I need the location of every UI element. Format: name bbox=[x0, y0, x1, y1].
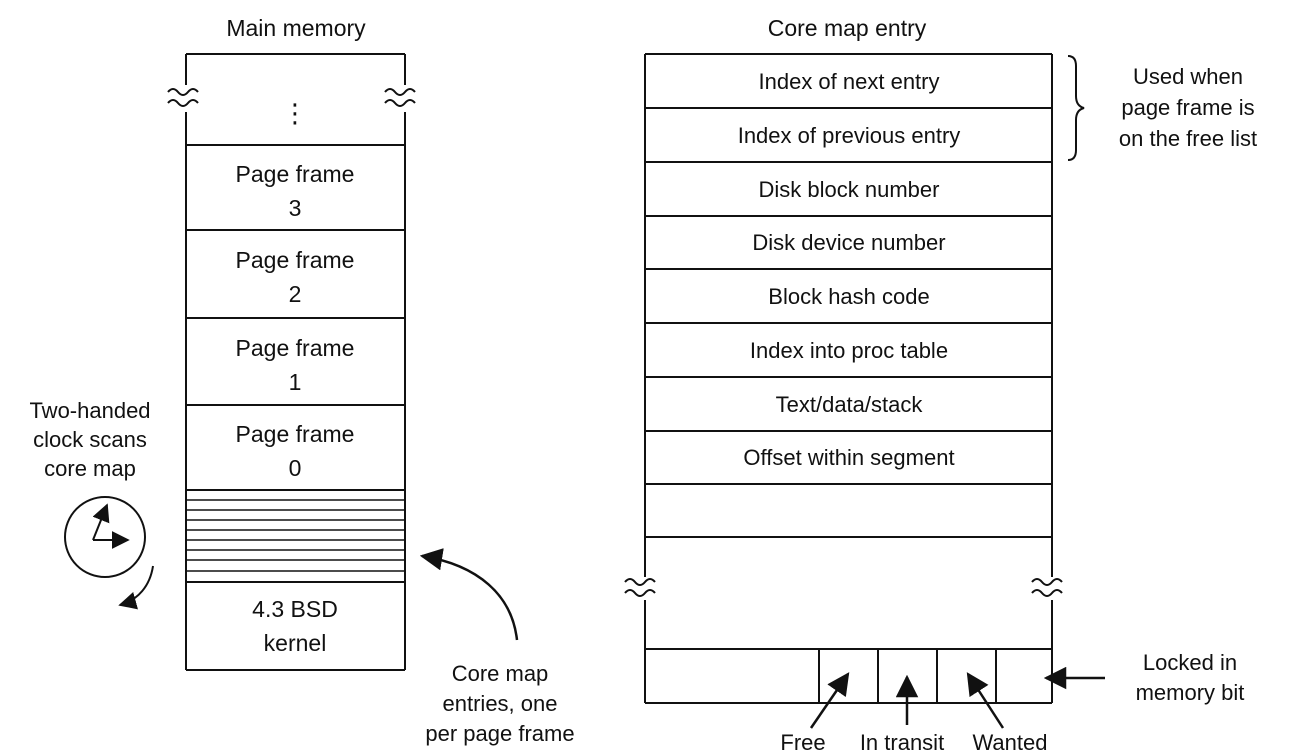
core-map-note-line3: per page frame bbox=[425, 721, 574, 746]
field-text-data-stack: Text/data/stack bbox=[776, 392, 924, 417]
free-list-note-line3: on the free list bbox=[1119, 126, 1257, 151]
clock-label-line1: Two-handed bbox=[29, 398, 150, 423]
two-handed-clock-icon bbox=[64, 496, 154, 610]
field-index-into-proc-table: Index into proc table bbox=[750, 338, 948, 363]
core-map-entry-break-marks bbox=[624, 578, 1063, 597]
field-index-of-next-entry: Index of next entry bbox=[759, 69, 940, 94]
main-memory-title: Main memory bbox=[226, 15, 366, 41]
free-list-note-line1: Used when bbox=[1133, 64, 1243, 89]
core-map-entry-box bbox=[644, 53, 1053, 704]
clock-label-line3: core map bbox=[44, 456, 136, 481]
field-offset-within-segment: Offset within segment bbox=[743, 445, 954, 470]
field-disk-device-number: Disk device number bbox=[752, 230, 945, 255]
core-map-note-line1: Core map bbox=[452, 661, 549, 686]
field-disk-block-number: Disk block number bbox=[759, 177, 940, 202]
page-frame-3-number: 3 bbox=[289, 195, 302, 221]
main-memory-ellipsis: ⋮ bbox=[282, 98, 308, 128]
clock-label-line2: clock scans bbox=[33, 427, 147, 452]
field-block-hash-code: Block hash code bbox=[768, 284, 929, 309]
field-index-of-previous-entry: Index of previous entry bbox=[738, 123, 961, 148]
core-map-stripes bbox=[186, 499, 405, 572]
core-map-note-arrow bbox=[419, 548, 519, 641]
page-frame-1-number: 1 bbox=[289, 369, 302, 395]
bit-label-in-transit: In transit bbox=[860, 730, 944, 755]
kernel-label-line2: kernel bbox=[264, 630, 327, 656]
page-frame-1-label: Page frame bbox=[236, 335, 355, 361]
core-map-entry-title: Core map entry bbox=[768, 15, 927, 41]
page-frame-0-label: Page frame bbox=[236, 421, 355, 447]
bit-label-wanted: Wanted bbox=[972, 730, 1047, 755]
bit-label-free: Free bbox=[780, 730, 825, 755]
bit-arrows bbox=[809, 666, 1105, 729]
page-frame-2-label: Page frame bbox=[236, 247, 355, 273]
page-frame-2-number: 2 bbox=[289, 281, 302, 307]
kernel-label-line1: 4.3 BSD bbox=[252, 596, 338, 622]
bit-label-locked-line1: Locked in bbox=[1143, 650, 1237, 675]
bit-label-locked-line2: memory bit bbox=[1136, 680, 1245, 705]
page-frame-3-label: Page frame bbox=[236, 161, 355, 187]
main-memory-column bbox=[185, 53, 406, 671]
main-memory-break-marks bbox=[167, 88, 416, 107]
free-list-brace bbox=[1067, 55, 1085, 161]
free-list-note-line2: page frame is bbox=[1121, 95, 1254, 120]
page-frame-0-number: 0 bbox=[289, 455, 302, 481]
core-map-note-line2: entries, one bbox=[443, 691, 558, 716]
